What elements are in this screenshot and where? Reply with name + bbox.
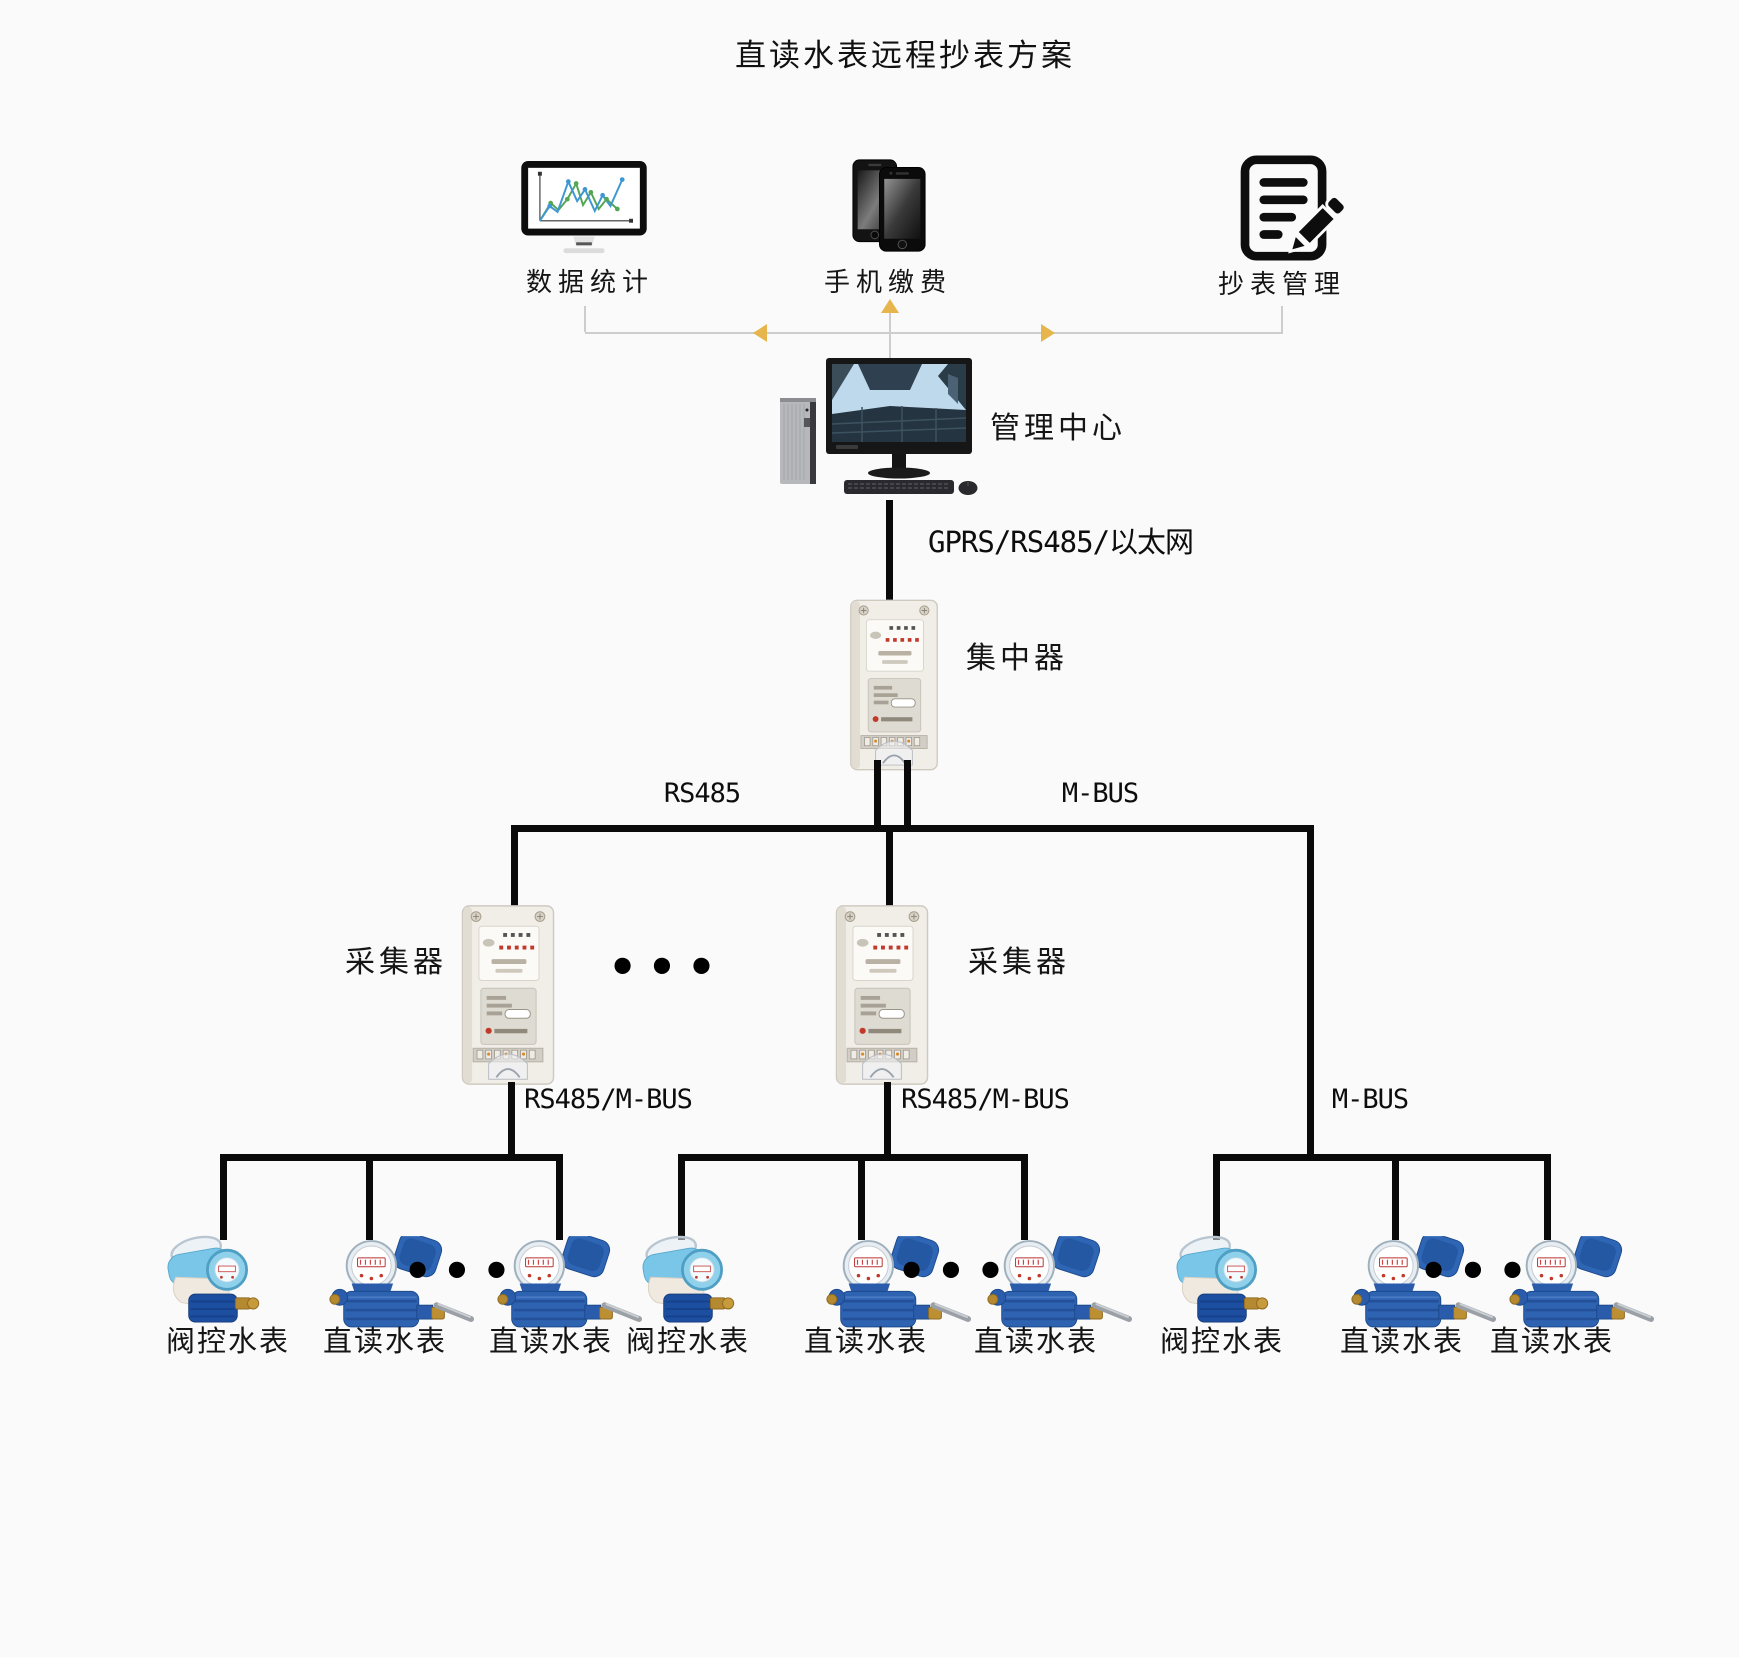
arrow-up-icon [881, 299, 899, 313]
downlink-label-left: RS485/M-BUS [524, 1084, 693, 1115]
function-label-data-statistics: 数据统计 [525, 267, 655, 297]
meter-bus-line-group2 [678, 1154, 1028, 1161]
meter-drop-g3-1 [1213, 1154, 1220, 1240]
meter-drop-g1-2 [366, 1154, 373, 1240]
branch-bus-line [511, 825, 1314, 832]
direct-read-water-meter-icon [492, 1236, 642, 1330]
meter-label: 直读水表 [322, 1326, 448, 1358]
meter-label: 直读水表 [488, 1326, 614, 1358]
meter-label: 直读水表 [1339, 1326, 1465, 1358]
meter-bus-line-group1 [220, 1154, 563, 1161]
meter-reading-doc-icon [1240, 155, 1356, 261]
meter-ellipsis-group3: ••• [1418, 1244, 1538, 1298]
mobile-phones-icon [851, 158, 927, 253]
meter-label: 直读水表 [803, 1326, 929, 1358]
branch-drop-collector-right [886, 825, 893, 910]
meter-drop-g1-1 [220, 1154, 227, 1240]
meter-drop-g2-2 [858, 1154, 865, 1240]
valve-water-meter-icon [632, 1234, 744, 1328]
chart-monitor-icon [520, 160, 648, 258]
meter-bus-line-group3 [1213, 1154, 1551, 1161]
meter-ellipsis-group1: ••• [402, 1244, 522, 1298]
meter-label: 直读水表 [1489, 1326, 1615, 1358]
concentrator-wire-left [874, 760, 881, 832]
valve-water-meter-icon [1166, 1234, 1278, 1328]
function-connector-stub-center-down [889, 334, 891, 360]
function-connector-line [585, 332, 1283, 334]
function-label-meter-reading-management: 抄表管理 [1217, 269, 1347, 299]
function-connector-stub-right [1281, 306, 1283, 332]
meter-drop-g1-3 [556, 1154, 563, 1240]
meter-drop-g3-3 [1544, 1154, 1551, 1240]
collector-label-left: 采集器 [345, 946, 447, 979]
arrow-right-icon [1041, 324, 1055, 342]
management-center-computer-icon [770, 352, 982, 502]
meter-label: 直读水表 [973, 1326, 1099, 1358]
concentrator-wire-right [904, 760, 911, 832]
meter-drop-g3-2 [1392, 1154, 1399, 1240]
function-connector-stub-center-up [889, 310, 891, 333]
branch-drop-collector-left [511, 825, 518, 910]
downlink-label-right: M-BUS [1331, 1084, 1409, 1115]
direct-read-water-meter-icon [1504, 1236, 1654, 1330]
concentrator-label: 集中器 [966, 642, 1068, 675]
valve-water-meter-icon [157, 1234, 269, 1328]
collector-device-icon-left [458, 903, 558, 1087]
meter-label: 阀控水表 [1159, 1326, 1285, 1358]
function-label-mobile-payment: 手机缴费 [823, 267, 953, 297]
function-connector-stub-left [584, 306, 586, 332]
collector-label-right: 采集器 [968, 946, 1070, 979]
meter-ellipsis-group2: ••• [896, 1244, 1016, 1298]
downlink-label-middle: RS485/M-BUS [901, 1084, 1070, 1115]
uplink-trunk-line [886, 500, 893, 600]
uplink-label: GPRS/RS485/以太网 [928, 525, 1194, 559]
arrow-left-icon [753, 324, 767, 342]
meter-drop-g2-1 [678, 1154, 685, 1240]
collector-downlink-left [508, 1082, 515, 1158]
collector-downlink-right [884, 1082, 891, 1158]
meter-drop-g2-3 [1021, 1154, 1028, 1240]
branch-drop-mbus [1307, 825, 1314, 1161]
branch-label-rs485: RS485 [663, 778, 741, 809]
branch-label-mbus: M-BUS [1061, 778, 1139, 809]
meter-label: 阀控水表 [165, 1326, 291, 1358]
collector-device-icon-right [832, 903, 932, 1087]
page-title: 直读水表远程抄表方案 [735, 38, 1075, 73]
management-center-label: 管理中心 [990, 412, 1126, 445]
meter-label: 阀控水表 [625, 1326, 751, 1358]
direct-read-water-meter-icon [982, 1236, 1132, 1330]
concentrator-device-icon [848, 596, 940, 774]
collector-ellipsis: ••• [607, 940, 727, 994]
